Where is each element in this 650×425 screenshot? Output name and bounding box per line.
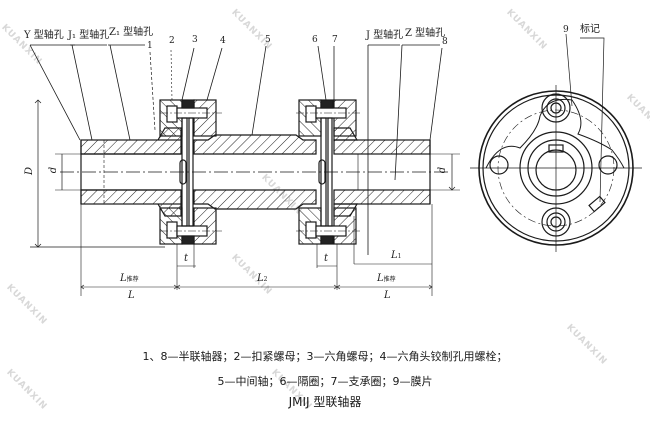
dim-L-right: L (384, 290, 391, 301)
dim-L1: L1 (391, 250, 402, 261)
label-j1-bore-left: J₁ 型轴孔 (68, 30, 110, 41)
part-number-3: 3 (192, 35, 198, 45)
part-number-2: 2 (169, 36, 175, 46)
label-mark: 标记 (580, 24, 600, 35)
legend-line-1: 1、8—半联轴器；2—扣紧螺母；3—六角螺母；4—六角头铰制孔用螺栓； (142, 350, 508, 363)
part-number-7: 7 (332, 35, 338, 45)
dim-d-left: d (48, 166, 60, 174)
end-view (470, 33, 642, 252)
part-number-9: 9 (563, 25, 569, 35)
dim-L-recommended-right: L推荐 (377, 273, 396, 284)
label-j-bore-right: J 型轴孔 (366, 30, 404, 41)
dim-L2: L2 (257, 273, 268, 284)
dim-L-recommended-left: L推荐 (120, 273, 139, 284)
dim-t-right: t (324, 253, 329, 264)
legend-line-2: 5—中间轴；6—隔圈；7—支承圈；9—膜片 (217, 375, 433, 388)
label-y-bore: Y 型轴孔 (24, 30, 64, 41)
part-number-6: 6 (312, 35, 318, 45)
label-z-bore-right: Z 型轴孔 (405, 28, 446, 39)
label-z1-bore-left: Z₁ 型轴孔 (109, 27, 154, 38)
dim-D: D (24, 166, 36, 176)
part-number-8: 8 (442, 37, 448, 47)
part-number-1: 1 (147, 41, 153, 51)
part-number-5: 5 (265, 35, 271, 45)
part-number-4: 4 (220, 36, 226, 46)
dim-L-left: L (128, 290, 135, 301)
figure-title: JMⅠJ 型联轴器 (288, 395, 362, 409)
dim-t-left: t (184, 253, 189, 264)
dim-d-right: d (437, 166, 449, 174)
